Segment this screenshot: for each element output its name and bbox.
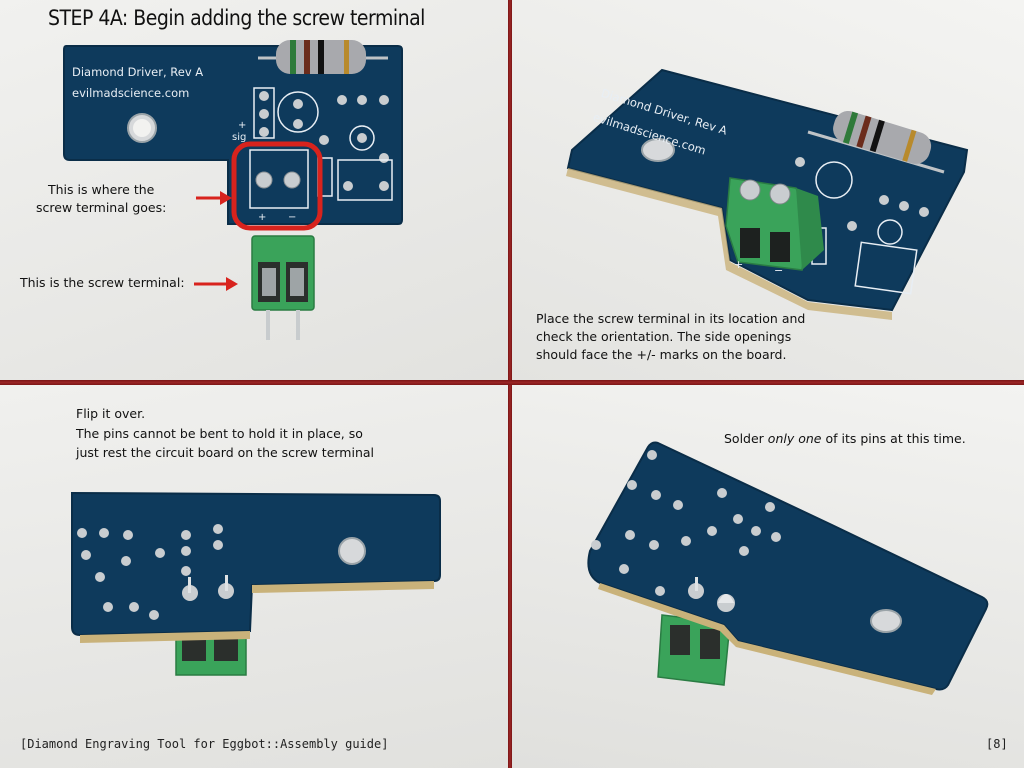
svg-text:−: − <box>288 212 296 223</box>
panel-solder-one-pin: Solder only one of its pins at this time… <box>512 385 1024 768</box>
instruction-line2: check the orientation. The side openings <box>536 329 792 344</box>
silk-plus: + <box>238 120 247 131</box>
svg-text:−: − <box>774 264 783 277</box>
panel-step-overview: + − STEP 4A: Begin adding the screw term… <box>0 0 508 380</box>
callout-where-line1: This is where the <box>48 182 155 197</box>
resistor <box>833 110 932 164</box>
svg-text:+: + <box>734 258 743 271</box>
solder-photo <box>587 441 989 695</box>
silk-sig: sig <box>232 132 247 143</box>
mounting-hole <box>641 138 675 162</box>
solder-pads <box>77 524 234 620</box>
panel-flip-over: Flip it over. The pins cannot be bent to… <box>0 385 508 768</box>
screw-terminal <box>251 235 315 340</box>
flipped-board-photo <box>71 491 441 676</box>
flip-line2: The pins cannot be bent to hold it in pl… <box>76 426 363 441</box>
highlight-box <box>231 141 323 231</box>
overview-photo: + − <box>63 40 403 340</box>
instruction-line3: should face the +/- marks on the board. <box>536 347 787 362</box>
callout-where-line2: screw terminal goes: <box>36 200 167 215</box>
placed-terminal-photo: + − <box>566 68 969 320</box>
mounting-hole <box>870 609 902 633</box>
horizontal-divider <box>0 380 1024 385</box>
solder-text-after: of its pins at this time. <box>821 431 966 446</box>
pcb-board <box>587 441 989 691</box>
flip-line1: Flip it over. <box>76 406 146 421</box>
terminal-footprint <box>249 149 309 209</box>
solder-text-emphasis: only one <box>767 431 822 446</box>
flip-line3: just rest the circuit board on the screw… <box>76 445 375 460</box>
solder-instruction: Solder only one of its pins at this time… <box>724 430 966 448</box>
pcb-url-label: evilmadscience.com <box>72 86 190 100</box>
pcb-board <box>71 491 441 637</box>
footer-page-number: [8] <box>986 737 1008 751</box>
svg-text:+: + <box>258 212 266 223</box>
page-title: STEP 4A: Begin adding the screw terminal <box>48 6 425 30</box>
screw-terminal <box>725 177 824 271</box>
instruction-line1: Place the screw terminal in its location… <box>536 311 806 326</box>
callout-terminal: This is the screw terminal: <box>20 275 185 290</box>
solder-text-before: Solder <box>724 431 768 446</box>
panel-place-terminal: + − Diamond Driver, Rev A evilmadscience… <box>512 0 1024 380</box>
footer-guide-title: [Diamond Engraving Tool for Eggbot::Asse… <box>20 737 389 751</box>
screw-terminal <box>657 614 731 686</box>
mounting-hole <box>338 537 366 565</box>
pcb-name-label: Diamond Driver, Rev A <box>72 65 204 79</box>
